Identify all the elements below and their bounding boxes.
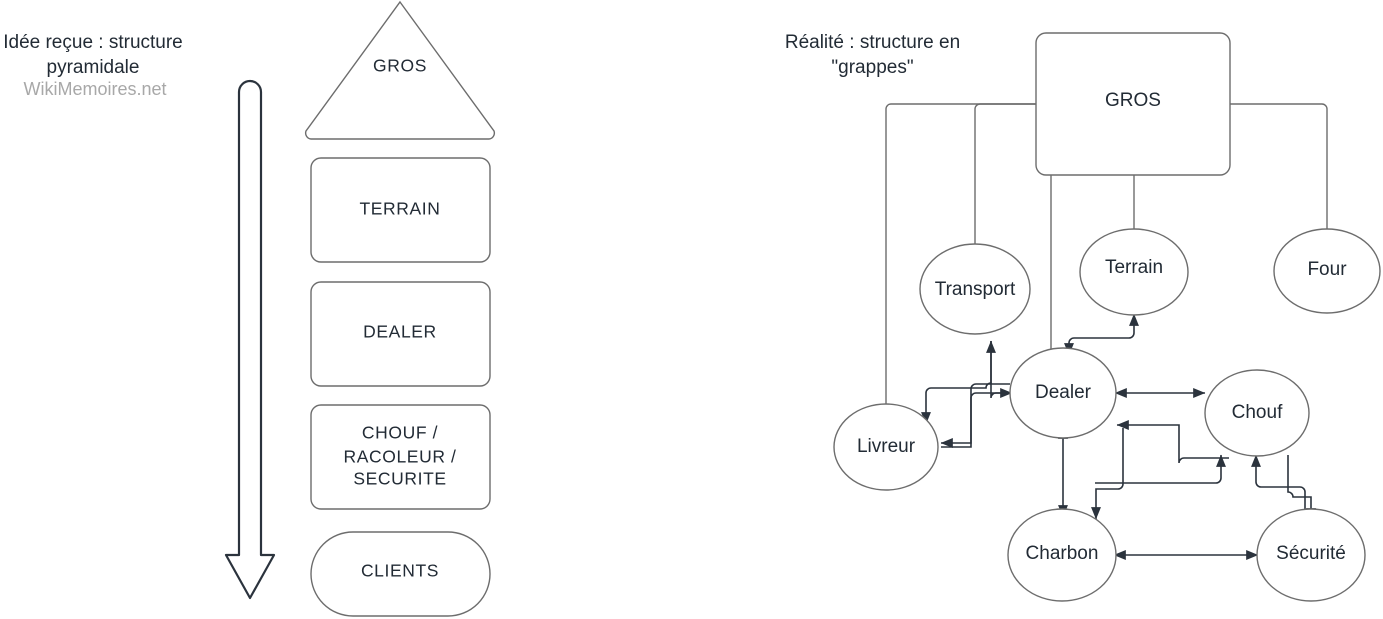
arrow-securite-to-chouf xyxy=(1251,454,1306,519)
cluster-node-charbon: Charbon xyxy=(1007,508,1117,602)
arrow-chouf-to-dealer xyxy=(1116,420,1229,464)
pyramid-level-gros-label: GROS xyxy=(373,56,427,76)
pyramid-level-chouf-label-line1: CHOUF / xyxy=(362,423,438,443)
arrow-terrain-dealer xyxy=(1064,313,1139,356)
pyramid-level-gros: GROS xyxy=(304,0,496,140)
pyramid-level-chouf-label-line3: SECURITE xyxy=(353,469,446,489)
pyramid-level-chouf: CHOUF / RACOLEUR / SECURITE xyxy=(310,404,491,510)
link-gros-livreur xyxy=(885,103,1036,413)
right-panel-title: Réalité : structure en "grappes" xyxy=(784,32,961,78)
arrow-dealer-to-charbon-2 xyxy=(1091,428,1124,520)
cluster-node-securite-label: Sécurité xyxy=(1276,543,1346,564)
pyramid-level-clients-label: CLIENTS xyxy=(361,561,439,581)
link-gros-four xyxy=(1230,103,1328,231)
cluster-node-gros-label: GROS xyxy=(1105,90,1161,111)
cluster-node-four-label: Four xyxy=(1307,259,1347,280)
cluster-node-charbon-label: Charbon xyxy=(1026,543,1099,564)
pyramid-level-dealer: DEALER xyxy=(310,281,491,387)
watermark: WikiMemoires.net xyxy=(23,79,167,99)
arrow-transport-to-livreur xyxy=(921,341,992,425)
cluster-node-transport-label: Transport xyxy=(935,279,1016,300)
arrow-livreur-to-dealer xyxy=(941,388,1013,448)
cluster-node-dealer: Dealer xyxy=(1009,347,1117,439)
cluster-node-dealer-label: Dealer xyxy=(1035,382,1092,403)
pyramid-level-chouf-label-line2: RACOLEUR / xyxy=(344,447,457,467)
pyramid-level-clients: CLIENTS xyxy=(310,531,491,617)
pyramid-level-terrain-label: TERRAIN xyxy=(359,199,440,219)
cluster-node-transport: Transport xyxy=(919,243,1031,335)
arrow-chouf-to-securite xyxy=(1287,455,1316,521)
cluster-node-terrain: Terrain xyxy=(1079,228,1189,316)
cluster-node-securite: Sécurité xyxy=(1256,508,1366,602)
cluster-node-four: Four xyxy=(1273,228,1381,314)
downward-hierarchy-arrow xyxy=(224,79,276,600)
cluster-node-terrain-label: Terrain xyxy=(1105,257,1163,278)
link-gros-transport xyxy=(974,103,1036,245)
cluster-node-livreur-label: Livreur xyxy=(857,436,916,457)
cluster-node-gros: GROS xyxy=(1035,32,1231,176)
cluster-node-chouf: Chouf xyxy=(1204,369,1310,457)
cluster-node-livreur: Livreur xyxy=(833,403,939,491)
pyramid-level-dealer-label: DEALER xyxy=(363,322,437,342)
pyramid-level-terrain: TERRAIN xyxy=(310,157,491,263)
arrow-charbon-to-chouf xyxy=(1095,454,1226,484)
left-panel-title: Idée reçue : structure pyramidale xyxy=(3,32,183,78)
cluster-node-chouf-label: Chouf xyxy=(1232,402,1283,423)
